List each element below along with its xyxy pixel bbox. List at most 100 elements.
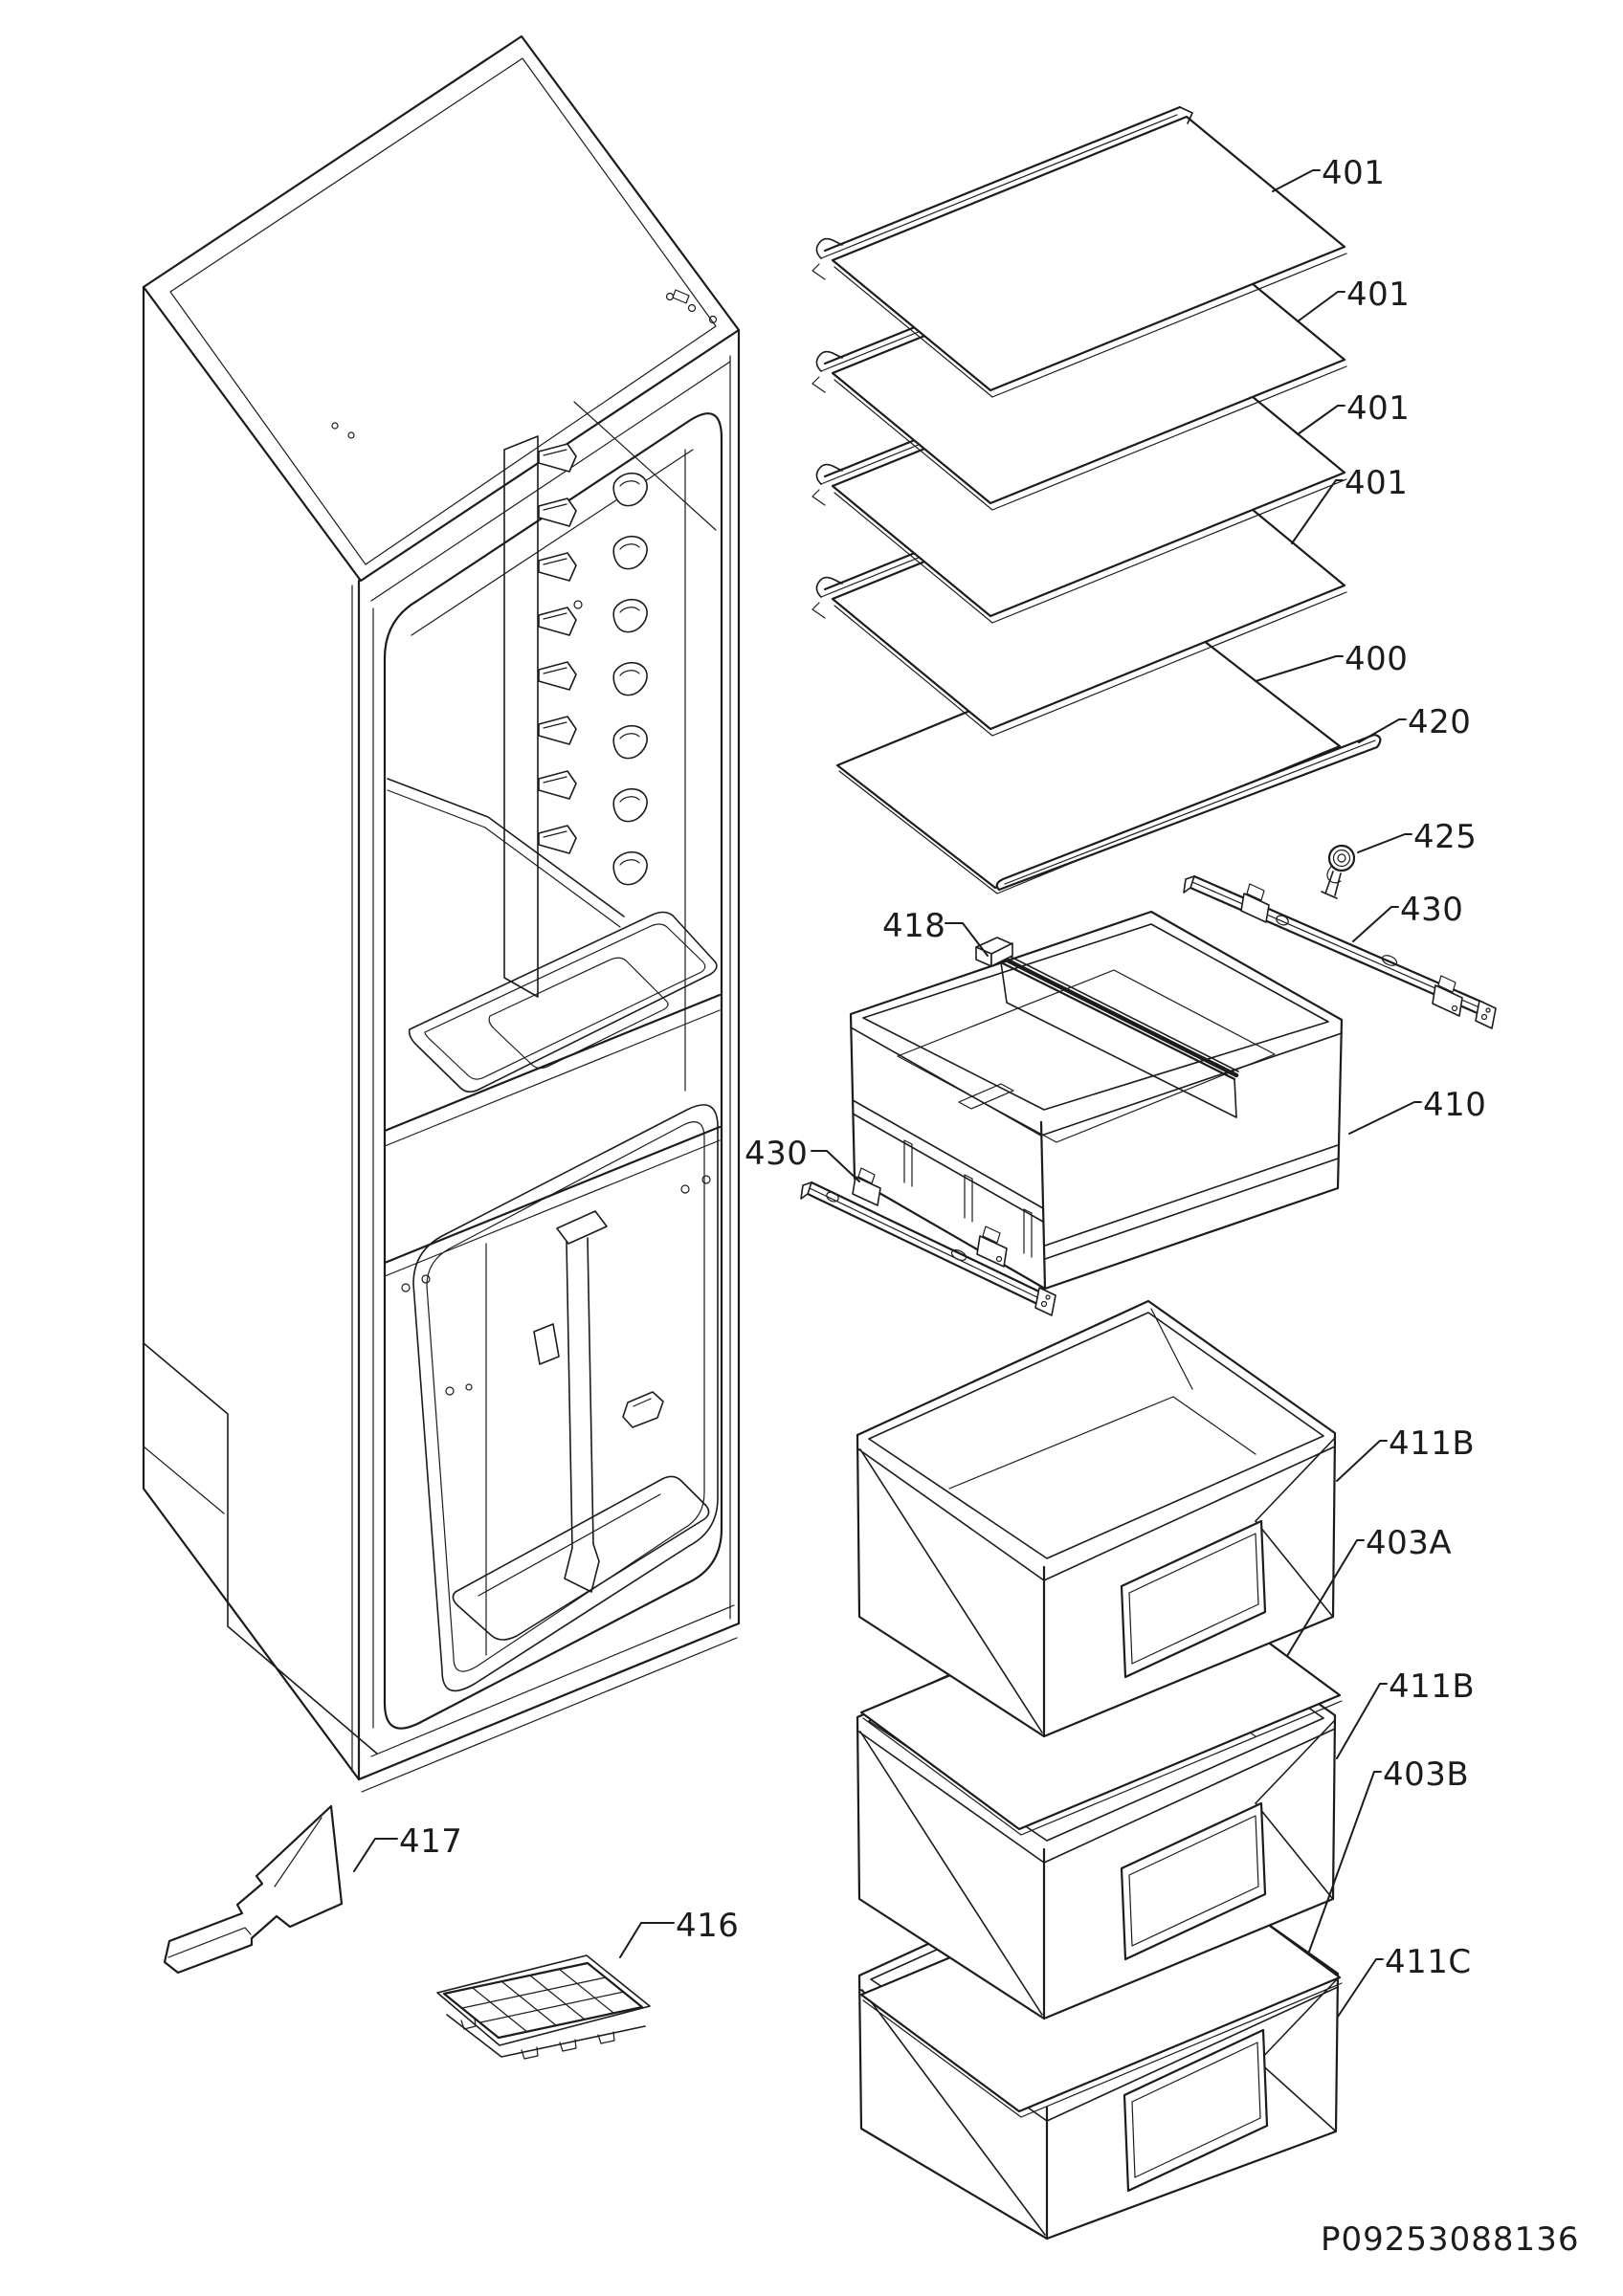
part-label-400: 400 [1345, 640, 1408, 678]
drawer-410-slot [903, 1139, 913, 1187]
drawer-410-silhouette [849, 910, 1344, 1291]
drawer-410-floor [897, 969, 1276, 1143]
compressor-notch [143, 1342, 378, 1755]
fastener-tail [1324, 871, 1342, 896]
rail-bracket-flap [1246, 883, 1265, 901]
interior-stud [573, 600, 583, 609]
callout-401-4: 401 [1291, 464, 1408, 544]
callout-403b: 403B [1308, 1755, 1469, 1953]
part-label-417: 417 [399, 1822, 462, 1861]
freezer-hole [465, 1383, 473, 1391]
document-code: P09253088136 [1321, 2220, 1579, 2259]
cabinet-bottom-edge-2 [361, 1637, 738, 1793]
trim-strip-420 [995, 733, 1382, 892]
callout-416: 416 [619, 1907, 739, 1958]
shelf-support [612, 724, 648, 760]
cabinet-top-face [142, 34, 741, 583]
hinge-screw [708, 315, 718, 324]
rail-bars [1189, 874, 1485, 1016]
callout-425: 425 [1357, 818, 1477, 856]
drawer-410-rim-inner [862, 923, 1329, 1111]
rail-bracket [852, 1176, 881, 1206]
hinge-plate [672, 289, 690, 304]
rail-end-cap [1183, 875, 1195, 894]
divider-band-line2 [384, 1139, 721, 1277]
callout-401-3: 401 [1297, 389, 1410, 435]
leader-line [619, 1922, 675, 1958]
hinge-screw [687, 303, 697, 313]
part-label-411b-upper: 411B [1389, 1424, 1475, 1463]
callout-417: 417 [353, 1822, 462, 1872]
shelf-clip [538, 607, 577, 636]
interior-pillar [503, 435, 539, 998]
rail-slider-clip [1432, 984, 1463, 1017]
part-label-420: 420 [1408, 703, 1471, 741]
clip-418-front [990, 942, 1013, 967]
drawer-410 [849, 910, 1344, 1291]
freezer-opening [412, 1104, 719, 1692]
rail-rivet [1451, 1004, 1458, 1012]
shelf-clip [538, 770, 577, 800]
crisper-recess [488, 957, 669, 1070]
freezer-wall-clip-line [633, 1398, 652, 1407]
rail-mid-line [809, 1187, 1042, 1300]
part-label-401-1: 401 [1322, 154, 1385, 192]
callout-410: 410 [1348, 1086, 1486, 1135]
rail-430-right [1183, 874, 1497, 1029]
shelf-support [612, 535, 648, 570]
callout-430-right: 430 [1352, 891, 1463, 942]
leader-line [1286, 1539, 1365, 1657]
rail-bracket [1240, 893, 1270, 923]
frame-band-top [370, 361, 731, 602]
compressor-notch-line [143, 1446, 225, 1514]
drawer-410-slot [1023, 1208, 1033, 1258]
drawer-411c-handle-inner [1131, 2042, 1261, 2178]
tray-outer-lip [436, 1954, 651, 2046]
cabinet-top-inner-edge [169, 57, 717, 565]
drain-spout [564, 1543, 600, 1593]
screw-dot [680, 1184, 690, 1194]
leader-line [1352, 906, 1399, 942]
shelf-support [612, 661, 648, 696]
rail-rivet [1480, 1013, 1488, 1021]
freezer-opening-inner [426, 1121, 705, 1672]
divider-body [1000, 954, 1239, 1118]
fastener-foot [1321, 891, 1338, 899]
crisper-cover-inner [424, 923, 706, 1080]
part-label-410: 410 [1423, 1086, 1486, 1124]
screw-dot [421, 1274, 431, 1284]
part-label-401-4: 401 [1345, 464, 1408, 502]
rail-rivet [1485, 1007, 1491, 1013]
hinge-screw [331, 422, 339, 430]
cabinet [142, 34, 741, 1793]
rail-slot [1381, 955, 1398, 966]
part-label-418: 418 [882, 907, 945, 945]
leader-line [1337, 1958, 1384, 2018]
trim-420-line [1004, 740, 1376, 885]
drawer-411c-right-wedge [1257, 1978, 1338, 2131]
rail-rivet [995, 1255, 1003, 1263]
rail-mid-line [1191, 881, 1482, 1009]
drain-bracket [533, 1323, 560, 1365]
leader-line [1255, 655, 1344, 682]
shelf-support [612, 598, 648, 633]
part-label-430-right: 430 [1400, 891, 1463, 929]
shelf-clip [538, 552, 577, 582]
leader-line [1272, 169, 1321, 192]
part-label-401-3: 401 [1346, 389, 1410, 428]
divider-edge [999, 960, 1236, 1081]
leader-line [811, 1150, 860, 1182]
cabinet-bottom-edge [357, 1622, 741, 1781]
drawer-411c-handle [1123, 2028, 1269, 2193]
part-label-411b-lower: 411B [1389, 1667, 1475, 1706]
rail-hole [826, 1191, 839, 1203]
screw-dot [401, 1283, 411, 1292]
drain-channel [566, 1237, 594, 1549]
part-label-425: 425 [1413, 818, 1477, 856]
tray-feet [460, 2018, 615, 2060]
freezer-hole [445, 1386, 455, 1396]
shelf-clip [538, 825, 577, 854]
callout-400: 400 [1255, 640, 1408, 682]
